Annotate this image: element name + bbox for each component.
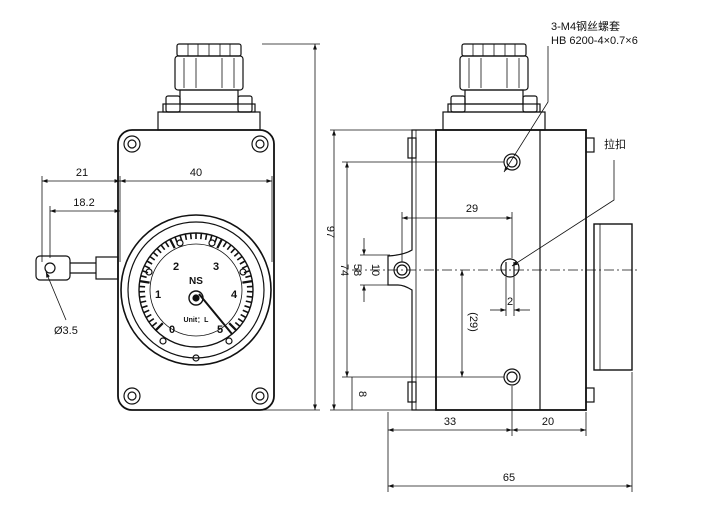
gauge-tick-4: 4: [231, 289, 238, 301]
side-view: [388, 44, 632, 410]
gauge-unit: Unit：L: [184, 317, 210, 324]
dim-10: 10: [369, 264, 381, 276]
dim-33: 33: [444, 416, 456, 428]
gauge-tick-mark: [139, 296, 145, 297]
front-view: [36, 44, 274, 410]
side-connector: [443, 44, 545, 130]
gauge-tick-mark: [152, 323, 157, 327]
dim-hose-offset: 18.2: [73, 197, 94, 209]
gauge-tick-mark: [234, 252, 239, 256]
gauge-tick-mark: [238, 319, 243, 322]
dim-29-ref: (29): [467, 312, 479, 332]
gauge-tick-mark: [140, 281, 150, 283]
gauge-tick-mark: [227, 245, 231, 250]
gauge-tick-mark: [206, 234, 207, 240]
gauge-tick-mark: [240, 261, 245, 264]
gauge-tick-2: 2: [173, 261, 179, 273]
dim-20: 20: [542, 416, 554, 428]
gauge-tick-mark: [156, 323, 163, 330]
gauge-tick-mark: [191, 233, 192, 239]
gauge-tick-mark: [142, 306, 148, 308]
gauge-tick-5: 5: [217, 324, 223, 336]
front-dimensions: [42, 44, 320, 410]
gauge-tick-0: 0: [169, 324, 175, 336]
gauge-tick-mark: [242, 281, 252, 283]
gauge-brand: NS: [189, 276, 203, 287]
gauge-tick-mark: [157, 248, 161, 252]
gauge-tick-mark: [235, 323, 240, 327]
gauge-tick-mark: [146, 315, 151, 318]
gauge-tick-mark: [246, 301, 252, 302]
gauge-tick-mark: [140, 301, 146, 302]
connector: [158, 44, 260, 130]
dim-height-58: 58: [351, 264, 363, 276]
dim-65: 65: [503, 472, 515, 484]
dim-2: 2: [507, 296, 513, 308]
gauge-tick-mark: [144, 266, 150, 269]
dim-hole-dia: Ø3.5: [54, 325, 78, 337]
gauge-tick-mark: [237, 257, 242, 261]
gauge-tick-mark: [201, 233, 202, 239]
gauge-tick-mark: [142, 271, 148, 273]
gauge-tick-mark: [242, 266, 248, 269]
gauge-tick-mark: [141, 276, 147, 278]
note-insert-line2: HB 6200-4×0.7×6: [551, 35, 638, 47]
gauge-tick-mark: [243, 310, 249, 312]
pressure-gauge: [121, 215, 271, 365]
gauge-tick-mark: [245, 306, 251, 308]
dim-height-74: 74: [338, 264, 350, 276]
gauge-tick-3: 3: [213, 261, 219, 273]
gauge-tick-mark: [149, 319, 154, 322]
dim-width-left: 21: [76, 167, 88, 179]
gauge-tick-mark: [185, 234, 186, 240]
gauge-tick-mark: [166, 242, 169, 247]
gauge-tick-mark: [161, 245, 165, 250]
gauge-tick-mark: [217, 239, 222, 248]
hose-fitting: [36, 256, 118, 280]
gauge-tick-mark: [231, 248, 235, 252]
screw-holes: [394, 154, 520, 385]
dim-29: 29: [466, 203, 478, 215]
gauge-tick-mark: [245, 276, 251, 278]
gauge-tick-mark: [150, 257, 155, 261]
dim-width-body: 40: [190, 167, 202, 179]
dim-8: 8: [356, 391, 368, 397]
gauge-tick-mark: [223, 242, 226, 247]
gauge-tick-mark: [147, 261, 152, 264]
gauge-tick-mark: [241, 315, 246, 318]
gauge-tick-mark: [170, 239, 175, 248]
gauge-tick-mark: [144, 310, 150, 312]
gauge-tick-mark: [244, 271, 250, 273]
gauge-tick-mark: [153, 252, 158, 256]
gauge-tick-mark: [247, 296, 253, 297]
gauge-tick-mark: [229, 323, 236, 330]
note-clip: 拉扣: [604, 137, 626, 151]
note-insert-line1: 3-M4钢丝螺套: [551, 20, 620, 33]
gauge-tick-1: 1: [155, 289, 161, 301]
